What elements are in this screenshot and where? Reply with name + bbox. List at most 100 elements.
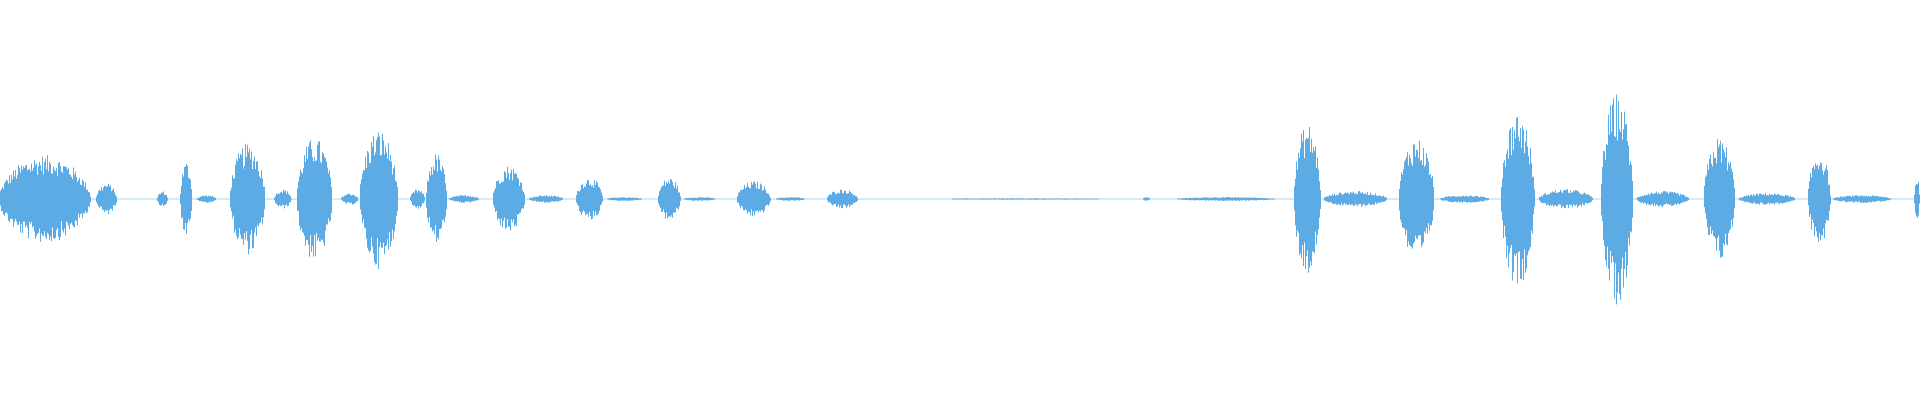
waveform-sample	[970, 198, 971, 200]
waveform-sample	[1407, 152, 1408, 247]
waveform-sample	[1357, 194, 1358, 207]
waveform-sample	[264, 186, 265, 210]
waveform-sample	[436, 159, 437, 242]
waveform-sample	[260, 178, 261, 223]
waveform-sample	[1522, 126, 1523, 259]
waveform-sample	[715, 198, 716, 200]
waveform-sample	[1524, 153, 1525, 250]
waveform-sample	[290, 196, 291, 203]
waveform-sample	[106, 187, 107, 211]
waveform-sample	[833, 191, 834, 205]
waveform-sample	[1482, 196, 1483, 202]
waveform-sample	[1572, 192, 1573, 208]
waveform-sample	[1868, 195, 1869, 202]
waveform-sample	[1199, 198, 1200, 201]
waveform-sample	[670, 178, 671, 218]
waveform-sample	[235, 164, 236, 230]
waveform-sample	[1765, 193, 1766, 205]
waveform-sample	[429, 171, 430, 217]
waveform-sample	[1425, 165, 1426, 233]
waveform-sample	[1307, 139, 1308, 251]
waveform-sample	[792, 197, 793, 201]
waveform-sample	[1185, 198, 1186, 200]
waveform-sample	[1855, 195, 1856, 202]
waveform-sample	[963, 198, 964, 200]
waveform-sample	[1310, 151, 1311, 262]
waveform-sample	[1406, 157, 1407, 231]
waveform-sample	[416, 190, 417, 208]
waveform-sample	[1582, 194, 1583, 204]
waveform-sample	[1463, 195, 1464, 202]
waveform-sample	[1060, 198, 1061, 200]
waveform-sample	[1889, 198, 1890, 201]
waveform-sample	[851, 193, 852, 205]
waveform-sample	[189, 178, 190, 221]
waveform-sample	[1563, 190, 1564, 207]
waveform-sample	[1761, 194, 1762, 203]
waveform-sample	[1878, 196, 1879, 201]
waveform-sample	[1781, 195, 1782, 203]
waveform-sample	[1588, 194, 1589, 203]
waveform-sample	[1145, 197, 1146, 201]
waveform-sample	[752, 184, 753, 217]
waveform-sample	[1149, 198, 1150, 200]
waveform-sample	[1749, 196, 1750, 203]
waveform-sample	[1845, 196, 1846, 203]
waveform-sample	[1916, 184, 1917, 217]
waveform-sample	[997, 198, 998, 200]
waveform-sample	[553, 196, 554, 202]
waveform-sample	[1509, 130, 1510, 254]
waveform-sample	[804, 198, 805, 200]
waveform-sample	[1783, 196, 1784, 204]
waveform-sample	[2, 186, 3, 212]
waveform-sample	[1726, 147, 1727, 244]
waveform-sample	[459, 195, 460, 203]
waveform-sample	[1366, 194, 1367, 206]
waveform-sample	[1212, 197, 1213, 201]
waveform-sample	[1218, 197, 1219, 201]
waveform-sample	[1095, 198, 1096, 200]
waveform-sample	[1566, 189, 1567, 205]
waveform-sample	[29, 168, 30, 222]
waveform-sample	[1620, 131, 1621, 300]
waveform-sample	[493, 192, 494, 205]
waveform-sample	[741, 190, 742, 206]
waveform-sample	[785, 197, 786, 201]
waveform-sample	[328, 173, 329, 219]
waveform-sample	[1808, 188, 1809, 206]
waveform-sample	[664, 180, 665, 213]
waveform-sample	[456, 195, 457, 202]
waveform-sample	[778, 198, 779, 200]
waveform-sample	[691, 197, 692, 201]
waveform-sample	[685, 198, 686, 200]
waveform-sample	[1409, 154, 1410, 246]
waveform-sample	[60, 166, 61, 237]
waveform-sample	[558, 196, 559, 202]
waveform-sample	[38, 166, 39, 233]
waveform-sample	[1301, 133, 1302, 258]
waveform-sample	[777, 198, 778, 200]
waveform-sample	[799, 197, 800, 201]
waveform-sample	[787, 197, 788, 201]
waveform-sample	[578, 191, 579, 206]
waveform-sample	[238, 153, 239, 238]
waveform-sample	[214, 197, 215, 201]
waveform-sample	[1790, 196, 1791, 201]
waveform-sample	[625, 197, 626, 201]
waveform-sample	[1446, 196, 1447, 202]
waveform-sample	[239, 158, 240, 229]
waveform-sample	[1856, 195, 1857, 202]
waveform-sample	[466, 196, 467, 202]
waveform-sample	[1837, 197, 1838, 201]
waveform-sample	[1639, 197, 1640, 202]
waveform-sample	[473, 196, 474, 202]
waveform-sample	[190, 179, 191, 219]
waveform-sample	[1734, 188, 1735, 209]
waveform-sample	[738, 192, 739, 203]
waveform-sample	[675, 182, 676, 213]
waveform-sample	[3, 188, 4, 215]
waveform-sample	[714, 198, 715, 200]
waveform-sample	[1710, 154, 1711, 227]
waveform-sample	[1458, 196, 1459, 202]
